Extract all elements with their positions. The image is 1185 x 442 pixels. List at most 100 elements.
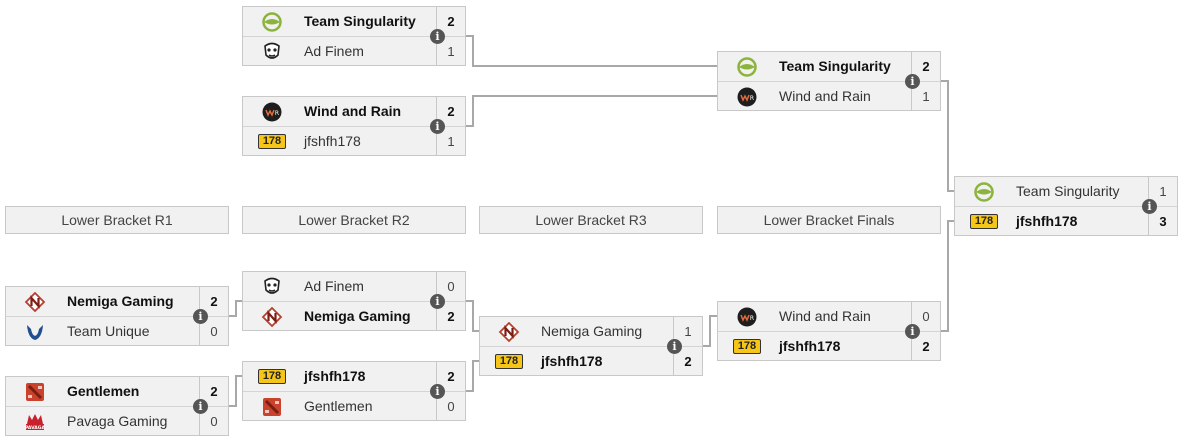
team-name: Ad Finem <box>304 278 364 294</box>
nemiga-logo-icon <box>257 306 287 327</box>
team-score: 0 <box>436 392 465 421</box>
team-score: 1 <box>436 127 465 156</box>
pavaga-logo-icon: PAVAGA <box>20 411 50 432</box>
team-name: jfshfh178 <box>1016 213 1078 229</box>
178-logo-icon: 178 <box>969 211 999 232</box>
header-lower-bracket-finals: Lower Bracket Finals <box>717 206 941 234</box>
team-name: jfshfh178 <box>779 338 841 354</box>
team-row[interactable]: R Wind and Rain 1 <box>718 82 940 111</box>
team-row[interactable]: Team Singularity 2 <box>243 7 465 37</box>
178-logo-icon: 178 <box>257 131 287 152</box>
178-logo-icon: 178 <box>257 366 287 387</box>
team-row[interactable]: Gentlemen 2 <box>6 377 228 407</box>
team-name: Team Singularity <box>304 13 416 29</box>
wind-and-rain-logo-icon: R <box>257 101 287 122</box>
team-name: Team Unique <box>67 323 150 339</box>
team-row[interactable]: Nemiga Gaming 2 <box>243 302 465 331</box>
match-info-icon[interactable]: i <box>193 309 208 324</box>
team-row[interactable]: Nemiga Gaming 1 <box>480 317 702 347</box>
team-name: Nemiga Gaming <box>67 293 174 309</box>
singularity-logo-icon <box>969 181 999 202</box>
178-logo-icon: 178 <box>258 369 286 384</box>
team-score: 2 <box>436 7 465 36</box>
singularity-logo-icon <box>257 11 287 32</box>
team-name: Team Singularity <box>779 58 891 74</box>
team-unique-logo-icon <box>20 321 50 342</box>
team-name: Nemiga Gaming <box>541 323 643 339</box>
team-score: 1 <box>673 317 702 346</box>
header-lower-bracket-r1: Lower Bracket R1 <box>5 206 229 234</box>
team-score: 2 <box>673 347 702 376</box>
match-info-icon[interactable]: i <box>667 339 682 354</box>
team-name: jfshfh178 <box>304 368 366 384</box>
match-info-icon[interactable]: i <box>905 74 920 89</box>
178-logo-icon: 178 <box>970 214 998 229</box>
match-info-icon[interactable]: i <box>905 324 920 339</box>
team-name: Ad Finem <box>304 43 364 59</box>
ad-finem-logo-icon <box>257 41 287 62</box>
dota2-logo-icon <box>257 396 287 417</box>
svg-text:PAVAGA: PAVAGA <box>25 425 45 431</box>
match-info-icon[interactable]: i <box>430 29 445 44</box>
178-logo-icon: 178 <box>494 351 524 372</box>
team-score: 2 <box>911 52 940 81</box>
team-score: 2 <box>199 287 228 316</box>
nemiga-logo-icon <box>494 321 524 342</box>
nemiga-logo-icon <box>20 291 50 312</box>
match-info-icon[interactable]: i <box>430 384 445 399</box>
ad-finem-logo-icon <box>257 276 287 297</box>
match-info-icon[interactable]: i <box>1142 199 1157 214</box>
team-row[interactable]: Ad Finem 1 <box>243 37 465 66</box>
team-name: jfshfh178 <box>304 133 361 149</box>
team-score: 3 <box>1148 207 1177 236</box>
team-name: Nemiga Gaming <box>304 308 411 324</box>
team-name: Pavaga Gaming <box>67 413 168 429</box>
wind-and-rain-logo-icon: R <box>732 86 762 107</box>
team-score: 1 <box>436 37 465 66</box>
178-logo-icon: 178 <box>732 336 762 357</box>
team-score: 2 <box>199 377 228 406</box>
team-row[interactable]: Nemiga Gaming 2 <box>6 287 228 317</box>
match-info-icon[interactable]: i <box>193 399 208 414</box>
team-name: Team Singularity <box>1016 183 1120 199</box>
team-score: 0 <box>199 317 228 346</box>
svg-text:R: R <box>275 110 279 117</box>
team-score: 2 <box>436 302 465 331</box>
svg-text:R: R <box>750 95 754 102</box>
team-row[interactable]: Team Unique 0 <box>6 317 228 346</box>
team-row[interactable]: Team Singularity 1 <box>955 177 1177 207</box>
team-score: 1 <box>1148 177 1177 206</box>
match-info-icon[interactable]: i <box>430 294 445 309</box>
wind-and-rain-logo-icon: R <box>732 306 762 327</box>
match-info-icon[interactable]: i <box>430 119 445 134</box>
team-row[interactable]: 178 jfshfh178 1 <box>243 127 465 156</box>
team-score: 2 <box>436 97 465 126</box>
team-row[interactable]: Team Singularity 2 <box>718 52 940 82</box>
header-lower-bracket-r2: Lower Bracket R2 <box>242 206 466 234</box>
178-logo-icon: 178 <box>495 354 523 369</box>
dota2-logo-icon <box>20 381 50 402</box>
team-score: 1 <box>911 82 940 111</box>
team-name: Gentlemen <box>67 383 140 399</box>
team-name: Wind and Rain <box>779 88 871 104</box>
team-name: Wind and Rain <box>779 308 871 324</box>
singularity-logo-icon <box>732 56 762 77</box>
team-row[interactable]: 178 jfshfh178 3 <box>955 207 1177 236</box>
